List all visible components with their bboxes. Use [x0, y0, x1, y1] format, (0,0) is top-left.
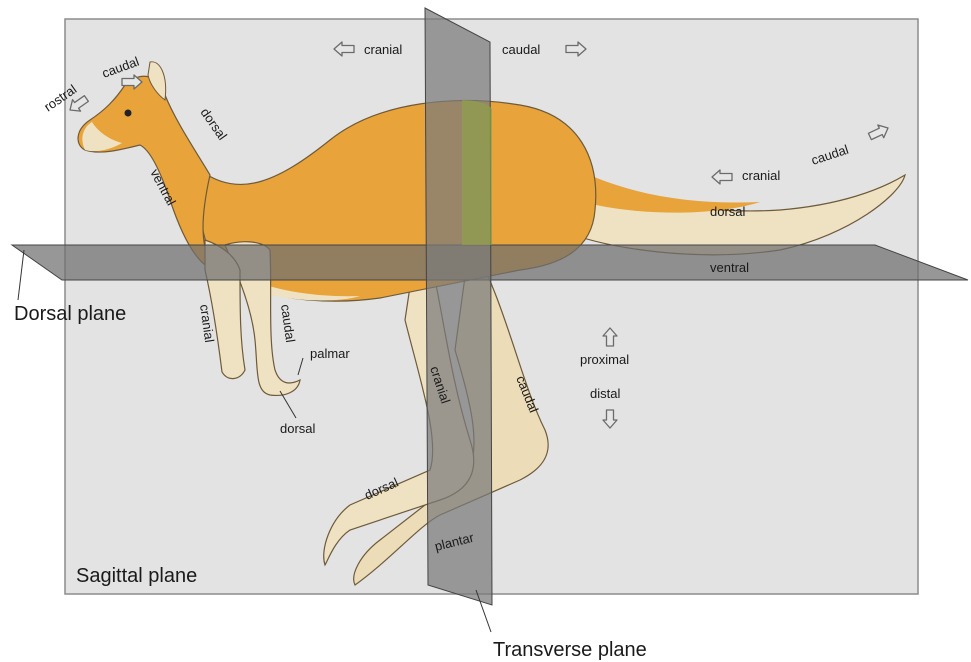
- dorsal-plane-leader: [18, 250, 24, 300]
- transverse-plane: [425, 8, 492, 605]
- label-caudal-top: caudal: [502, 42, 540, 57]
- label-distal: distal: [590, 386, 620, 401]
- label-proximal: proximal: [580, 352, 629, 367]
- label-dorsal-forepaw: dorsal: [280, 421, 316, 436]
- label-sagittal-plane: Sagittal plane: [76, 565, 197, 587]
- label-dorsal-plane: Dorsal plane: [14, 303, 126, 325]
- label-palmar: palmar: [310, 346, 350, 361]
- label-dorsal-tail: dorsal: [710, 204, 746, 219]
- label-transverse-plane: Transverse plane: [493, 639, 647, 661]
- transverse-body-intersection: [462, 100, 492, 245]
- label-cranial-top: cranial: [364, 42, 402, 57]
- label-ventral-tail: ventral: [710, 260, 749, 275]
- label-cranial-tail: cranial: [742, 168, 780, 183]
